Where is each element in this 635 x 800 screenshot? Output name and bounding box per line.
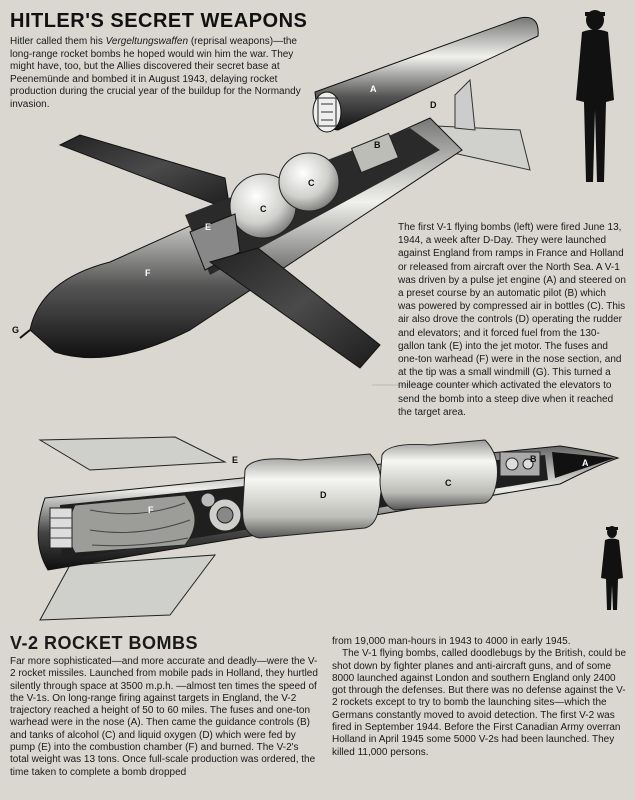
v1-label-g: G	[12, 325, 20, 335]
intro-text-start: Hitler called them his	[10, 36, 106, 47]
v2-label-e: E	[232, 455, 239, 465]
v1-description: The first V-1 flying bombs (left) were f…	[398, 222, 626, 418]
v1-label-c2: C	[308, 178, 315, 188]
v2-label-f: F	[148, 505, 154, 515]
v1-label-b: B	[374, 140, 381, 150]
v2-section-title: V-2 ROCKET BOMBS	[10, 633, 199, 653]
v2-label-c: C	[445, 478, 452, 488]
v1-label-e: E	[205, 222, 212, 232]
soldier-silhouette-small	[601, 526, 623, 610]
intro-paragraph: Hitler called them his Vergeltungswaffen…	[10, 36, 315, 112]
intro-text-italic: Vergeltungswaffen	[105, 36, 189, 47]
v2-rocket-illustration	[37, 436, 620, 621]
v2-description-left: Far more sophisticated—and more accurate…	[10, 656, 318, 778]
v1-label-d: D	[430, 100, 437, 110]
soldier-silhouette-large	[576, 10, 614, 182]
intro-text-end: (reprisal weapons)—the long-range rocket…	[10, 36, 301, 110]
v2-right-paragraph-1: from 19,000 man-hours in 1943 to 4000 in…	[332, 636, 571, 647]
v1-label-c1: C	[260, 204, 267, 214]
v1-label-a: A	[370, 84, 377, 94]
v2-label-a: A	[582, 458, 589, 468]
v2-label-b: B	[530, 454, 537, 464]
v1-flying-bomb-illustration	[19, 16, 539, 369]
v1-label-f: F	[145, 268, 151, 278]
page-title: HITLER'S SECRET WEAPONS	[10, 10, 308, 32]
v2-right-paragraph-2: The V-1 flying bombs, called doodlebugs …	[332, 648, 627, 758]
v2-label-d: D	[320, 490, 327, 500]
v2-description-right: from 19,000 man-hours in 1943 to 4000 in…	[332, 636, 630, 759]
